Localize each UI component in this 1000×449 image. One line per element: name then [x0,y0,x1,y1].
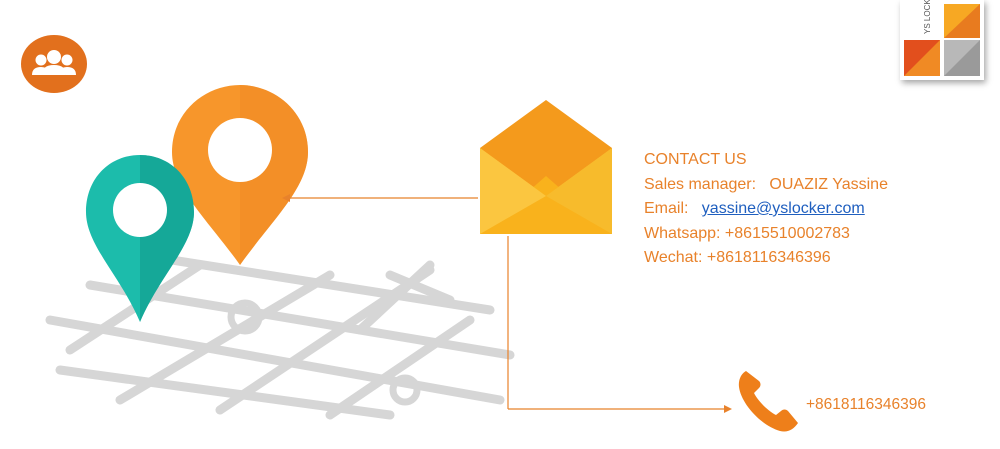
email-line: Email: yassine@yslocker.com [644,197,888,222]
sales-manager-name: OUAZIZ Yassine [769,175,888,193]
logo-text: YS LOCKER [923,0,932,34]
map-illustration [45,85,515,420]
map-pin-orange-icon [172,85,308,265]
sales-manager-label: Sales manager: [644,175,757,193]
email-link[interactable]: yassine@yslocker.com [701,200,865,217]
phone-icon [738,371,798,432]
map-pin-teal-icon [86,155,194,322]
logo-mark: YS LOCKER [904,0,980,76]
sales-manager-line: Sales manager: OUAZIZ Yassine [644,173,888,198]
wechat-line: Wechat: +8618116346396 [644,249,831,266]
contact-heading: CONTACT US [644,151,747,168]
envelope-icon [480,100,612,234]
team-badge [21,35,87,93]
team-icon [32,50,76,75]
yslocker-logo: YS LOCKER [900,0,984,80]
phone-number[interactable]: +8618116346396 [806,396,926,413]
email-label: Email: [644,200,689,217]
contact-info: CONTACT US Sales manager: OUAZIZ Yassine… [644,148,888,271]
whatsapp-line: Whatsapp: +8615510002783 [644,224,850,242]
